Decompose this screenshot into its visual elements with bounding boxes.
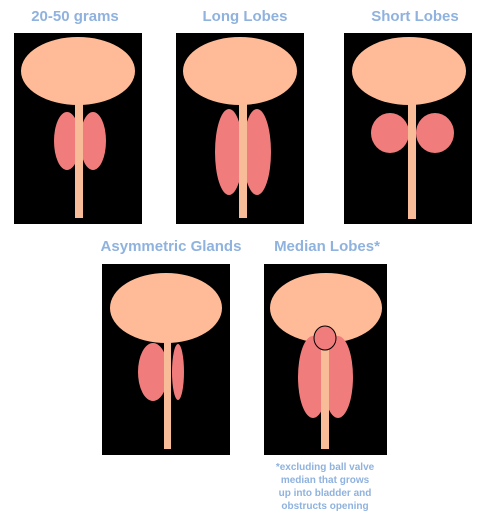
panel-title-short-lobes: Short Lobes xyxy=(371,8,459,25)
urethra-shape xyxy=(408,103,416,219)
panel-title-asymmetric: Asymmetric Glands xyxy=(100,238,242,255)
lobe-left xyxy=(215,109,243,195)
lobe-right xyxy=(416,113,454,153)
panel-normal xyxy=(14,33,142,224)
bladder-shape xyxy=(21,37,135,105)
footnote-line: median that grows xyxy=(280,475,370,486)
lobe-left xyxy=(54,112,80,170)
panel-asymmetric xyxy=(102,264,230,455)
bladder-shape xyxy=(183,37,297,105)
footnote: *excluding ball valve median that grows … xyxy=(250,461,400,513)
panel-title-normal: 20-50 grams xyxy=(31,8,119,25)
bladder-shape xyxy=(352,37,466,105)
urethra-shape xyxy=(164,342,171,449)
lobe-right xyxy=(243,109,271,195)
urethra-shape xyxy=(321,344,329,449)
bladder-shape xyxy=(110,273,222,343)
prostate-diagram-long-lobes xyxy=(183,37,297,218)
urethra-shape xyxy=(239,103,247,218)
bladder-shape xyxy=(270,273,382,343)
prostate-diagram-short-lobes xyxy=(352,37,466,219)
lobe-right xyxy=(323,336,353,418)
prostate-diagram-median xyxy=(270,273,382,449)
panel-short-lobes xyxy=(344,33,472,224)
footnote-line: obstructs opening xyxy=(281,501,369,512)
footnote-line: up into bladder and xyxy=(278,488,372,499)
prostate-diagram-normal xyxy=(21,37,135,218)
panel-long-lobes xyxy=(176,33,304,224)
panel-median xyxy=(264,264,387,455)
footnote-line: *excluding ball valve xyxy=(275,462,375,473)
lobe-left xyxy=(371,113,409,153)
lobe-left xyxy=(138,343,168,401)
lobe-right xyxy=(80,112,106,170)
urethra-shape xyxy=(75,103,83,218)
panel-title-median: Median Lobes* xyxy=(274,238,380,255)
lobe-right xyxy=(172,344,184,400)
median-lobe xyxy=(313,325,337,351)
prostate-diagram-asymmetric xyxy=(110,273,222,449)
panel-title-long-lobes: Long Lobes xyxy=(202,8,288,25)
lobe-left xyxy=(298,336,328,418)
